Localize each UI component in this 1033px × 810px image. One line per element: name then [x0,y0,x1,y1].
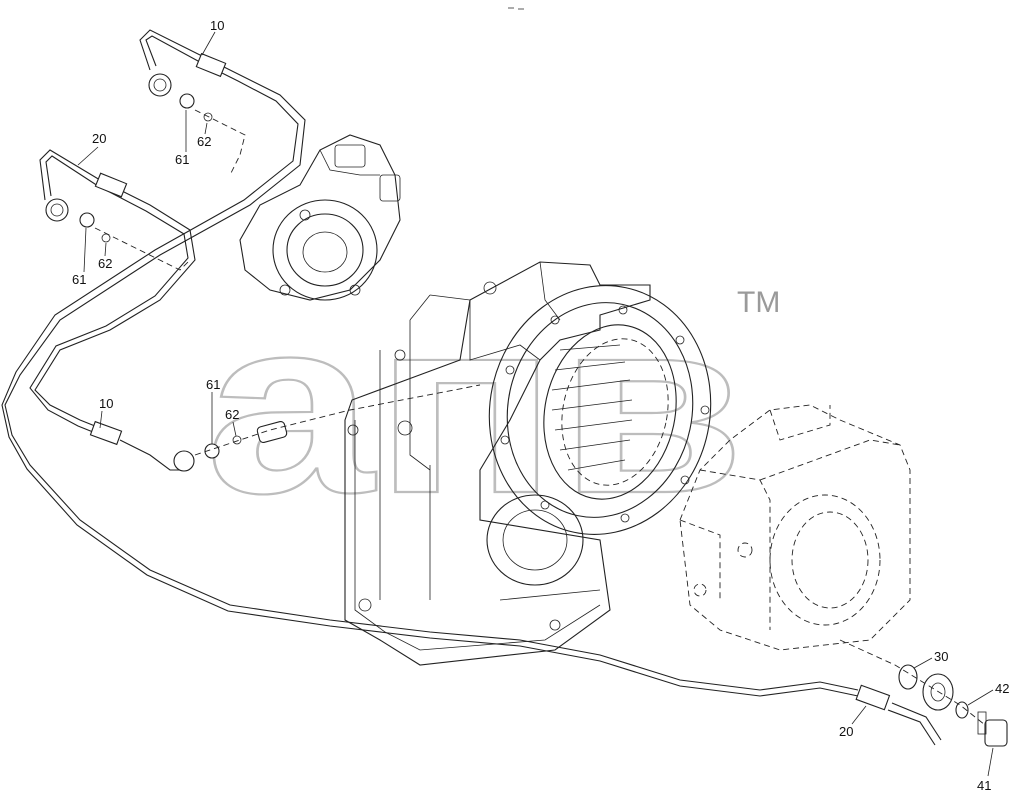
callout-second-fitting: 61 [72,272,86,287]
leader-plug-washer [967,689,994,706]
flange-ring [488,285,712,535]
callout-mid-oring: 62 [225,407,239,422]
hydraulic-pump [239,134,401,301]
leader-mid-oring [232,421,237,437]
callout-labels: 10 61 62 20 61 62 10 61 62 30 20 42 41 [72,18,1009,793]
callout-seal-ring: 30 [934,649,948,664]
leader-lower-hose [851,705,867,725]
callout-mid-hose: 10 [99,396,113,411]
transmission-housing [344,261,651,666]
trademark-symbol: TM [737,286,780,319]
hose-lines [1,29,859,697]
callout-plug-washer: 42 [995,681,1009,696]
callout-lower-hose: 20 [839,724,853,739]
top-mark [508,7,524,10]
leader-mid-hose [99,410,103,429]
callout-second-hose: 20 [92,131,106,146]
watermark-logo: апв [205,266,745,545]
callout-upper-hose: 10 [210,18,224,33]
callout-mid-fitting: 61 [206,377,220,392]
rear-housing [679,404,911,651]
upper-hose-fitting [148,52,246,176]
leader-second-hose [77,146,99,166]
callout-upper-oring: 62 [197,134,211,149]
leader-second-fitting [83,227,87,273]
leader-upper-oring [204,122,208,135]
second-hose-fitting [45,172,191,271]
leader-second-oring [104,242,107,257]
lower-hose-fitting [839,639,1008,747]
leader-plug [987,747,994,777]
callout-plug: 41 [977,778,991,793]
leader-seal-ring [913,657,933,669]
callout-upper-fitting: 61 [175,152,189,167]
leader-upper-hose [201,31,216,56]
watermark: апв TM [204,265,780,546]
callout-second-oring: 62 [98,256,112,271]
